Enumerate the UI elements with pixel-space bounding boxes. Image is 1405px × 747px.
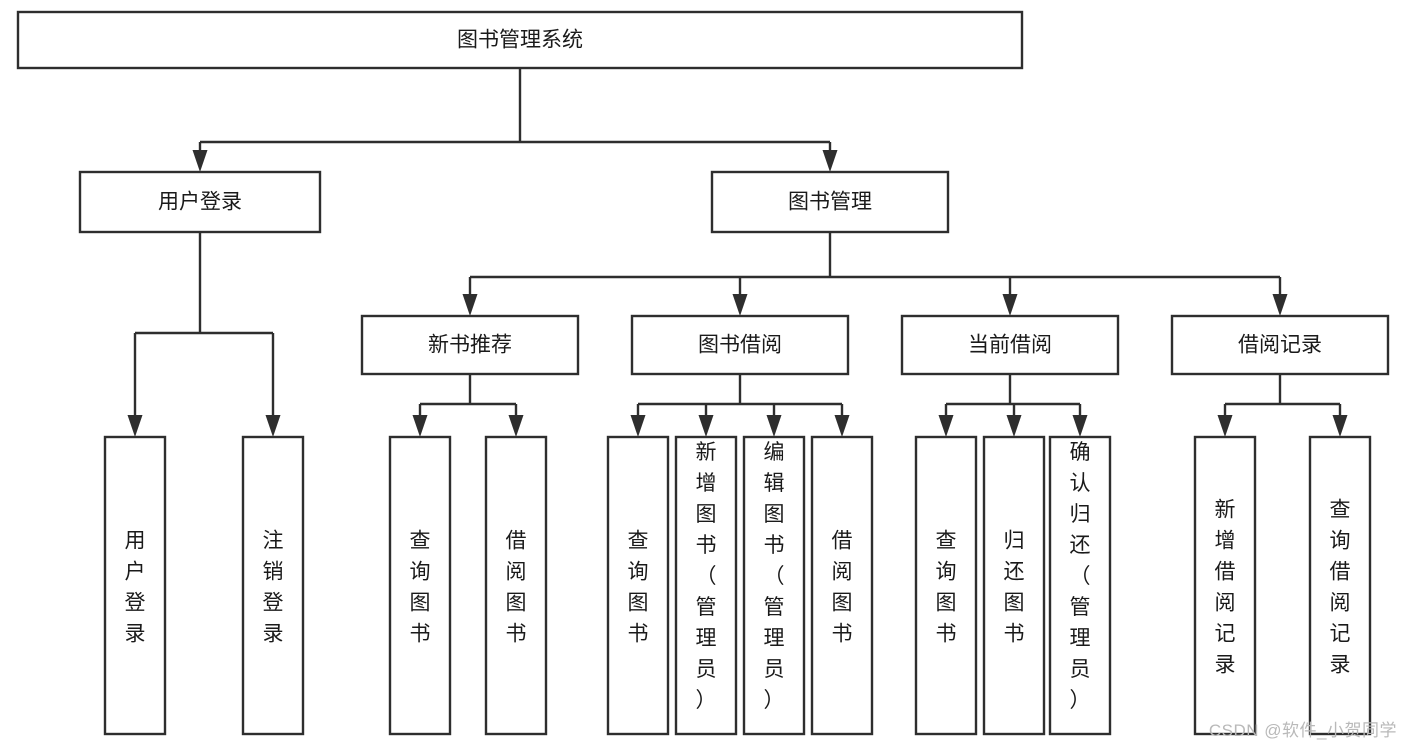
node-box-leaf-edit-book[interactable] [742, 435, 806, 736]
node-leaf-borrow-book-2[interactable]: 借阅图书 [810, 435, 874, 736]
arrow-head-icon [1272, 294, 1288, 316]
node-box-book-borrow[interactable] [630, 314, 850, 376]
node-leaf-query-book-1[interactable]: 查询图书 [388, 435, 452, 736]
node-box-leaf-add-book[interactable] [674, 435, 738, 736]
node-box-borrow-record[interactable] [1170, 314, 1390, 376]
node-user-login[interactable]: 用户登录 [78, 170, 322, 234]
connector-layer [127, 68, 1348, 437]
arrow-head-icon [265, 415, 281, 437]
node-borrow-record[interactable]: 借阅记录 [1170, 314, 1390, 376]
arrow-head-icon [462, 294, 478, 316]
arrow-head-icon [127, 415, 143, 437]
node-layer: 图书管理系统用户登录图书管理新书推荐图书借阅当前借阅借阅记录用户登录注销登录查询… [16, 10, 1390, 736]
connector-group-user-login [127, 232, 281, 437]
node-leaf-user-login[interactable]: 用户登录 [103, 435, 167, 736]
node-label-leaf-query-book-2: 查询图书 [628, 530, 649, 646]
arrow-head-icon [822, 150, 838, 172]
node-leaf-add-book[interactable]: 新增图书（管理员） [674, 435, 738, 736]
arrow-head-icon [1006, 415, 1022, 437]
connector-group-new-book-rec [412, 374, 524, 437]
node-leaf-query-book-3[interactable]: 查询图书 [914, 435, 978, 736]
arrow-head-icon [732, 294, 748, 316]
node-box-leaf-return-book[interactable] [982, 435, 1046, 736]
node-label-leaf-borrow-book-1: 借阅图书 [506, 530, 527, 646]
arrow-head-icon [1217, 415, 1233, 437]
node-leaf-add-record[interactable]: 新增借阅记录 [1193, 435, 1257, 736]
node-label-user-login: 用户登录 [158, 191, 242, 214]
watermark-text: CSDN @软件_小贺同学 [1208, 721, 1397, 740]
node-box-leaf-query-book-3[interactable] [914, 435, 978, 736]
node-label-leaf-return-book: 归还图书 [1004, 530, 1025, 646]
node-leaf-logout[interactable]: 注销登录 [241, 435, 305, 736]
node-current-borrow[interactable]: 当前借阅 [900, 314, 1120, 376]
arrow-head-icon [698, 415, 714, 437]
node-label-leaf-logout: 注销登录 [263, 530, 284, 646]
node-label-leaf-edit-book: 编辑图书（管理员） [764, 441, 785, 712]
node-label-leaf-query-book-1: 查询图书 [410, 530, 431, 646]
node-box-leaf-query-book-1[interactable] [388, 435, 452, 736]
arrow-head-icon [938, 415, 954, 437]
connector-group-borrow-record [1217, 374, 1348, 437]
node-label-leaf-add-record: 新增借阅记录 [1215, 499, 1236, 677]
node-leaf-confirm-return[interactable]: 确认归还（管理员） [1048, 435, 1112, 736]
node-leaf-edit-book[interactable]: 编辑图书（管理员） [742, 435, 806, 736]
node-box-leaf-confirm-return[interactable] [1048, 435, 1112, 736]
arrow-head-icon [766, 415, 782, 437]
node-label-leaf-add-book: 新增图书（管理员） [696, 441, 717, 712]
connector-group-book-borrow [630, 374, 850, 437]
arrow-head-icon [412, 415, 428, 437]
arrow-head-icon [630, 415, 646, 437]
node-box-leaf-query-book-2[interactable] [606, 435, 670, 736]
node-leaf-query-book-2[interactable]: 查询图书 [606, 435, 670, 736]
node-label-new-book-rec: 新书推荐 [428, 334, 512, 357]
node-label-root: 图书管理系统 [457, 29, 583, 52]
arrow-head-icon [508, 415, 524, 437]
node-label-leaf-borrow-book-2: 借阅图书 [832, 530, 853, 646]
arrow-head-icon [192, 150, 208, 172]
node-box-root[interactable] [16, 10, 1024, 70]
node-leaf-borrow-book-1[interactable]: 借阅图书 [484, 435, 548, 736]
node-leaf-return-book[interactable]: 归还图书 [982, 435, 1046, 736]
node-box-new-book-rec[interactable] [360, 314, 580, 376]
node-label-book-borrow: 图书借阅 [698, 334, 782, 357]
node-box-leaf-add-record[interactable] [1193, 435, 1257, 736]
node-leaf-query-record[interactable]: 查询借阅记录 [1308, 435, 1372, 736]
arrow-head-icon [1072, 415, 1088, 437]
node-box-leaf-user-login[interactable] [103, 435, 167, 736]
node-box-book-manage[interactable] [710, 170, 950, 234]
node-new-book-rec[interactable]: 新书推荐 [360, 314, 580, 376]
node-label-leaf-query-record: 查询借阅记录 [1330, 499, 1351, 677]
arrow-head-icon [1332, 415, 1348, 437]
node-book-manage[interactable]: 图书管理 [710, 170, 950, 234]
arrow-head-icon [834, 415, 850, 437]
connector-group-book-manage [462, 232, 1288, 316]
node-box-current-borrow[interactable] [900, 314, 1120, 376]
node-box-leaf-borrow-book-1[interactable] [484, 435, 548, 736]
connector-group-root [192, 68, 838, 172]
node-label-current-borrow: 当前借阅 [968, 334, 1052, 357]
node-label-leaf-confirm-return: 确认归还（管理员） [1070, 441, 1091, 712]
arrow-head-icon [1002, 294, 1018, 316]
node-box-leaf-query-record[interactable] [1308, 435, 1372, 736]
node-label-borrow-record: 借阅记录 [1238, 334, 1322, 357]
node-root[interactable]: 图书管理系统 [16, 10, 1024, 70]
node-label-leaf-user-login: 用户登录 [125, 530, 146, 646]
node-book-borrow[interactable]: 图书借阅 [630, 314, 850, 376]
connector-group-current-borrow [938, 374, 1088, 437]
node-box-leaf-logout[interactable] [241, 435, 305, 736]
node-box-user-login[interactable] [78, 170, 322, 234]
node-label-leaf-query-book-3: 查询图书 [936, 530, 957, 646]
node-box-leaf-borrow-book-2[interactable] [810, 435, 874, 736]
node-label-book-manage: 图书管理 [788, 191, 872, 214]
